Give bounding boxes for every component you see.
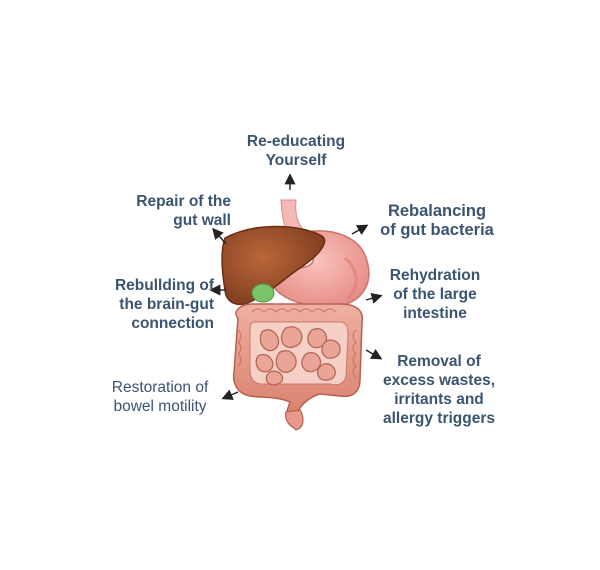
rectum: [285, 409, 304, 431]
small-intestine: [255, 326, 341, 386]
arrow-down-left-icon: [221, 389, 239, 400]
liver: [221, 225, 326, 306]
arrow-up-right-icon: [351, 224, 369, 236]
arrow-down-right-icon: [365, 348, 383, 360]
arrow-right-icon: [365, 292, 383, 304]
gallbladder: [251, 283, 275, 303]
arrow-up-left-icon: [212, 227, 227, 245]
